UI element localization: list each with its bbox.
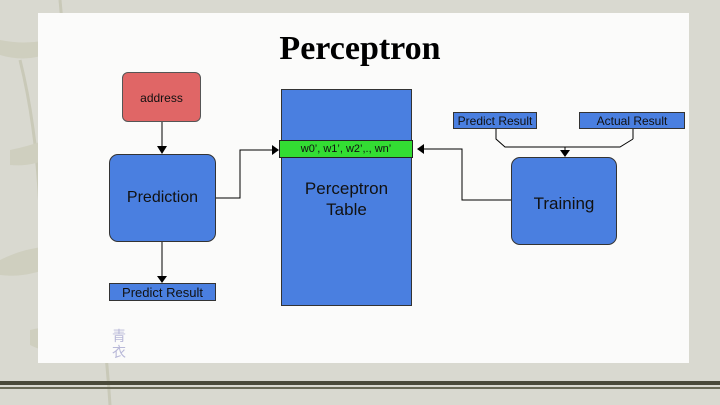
- slide-title: Perceptron: [200, 30, 520, 68]
- prediction-box: Prediction: [109, 154, 216, 242]
- address-box: address: [122, 72, 201, 122]
- footer-bar: [0, 381, 720, 385]
- predict-result-bottom: Predict Result: [109, 283, 216, 301]
- actual-result-top: Actual Result: [579, 112, 685, 129]
- watermark: 青衣: [112, 328, 126, 360]
- perceptron-table-label: Perceptron Table: [281, 178, 412, 220]
- weights-row: w0’, w1’, w2’,., wn’: [279, 140, 413, 158]
- training-box: Training: [511, 157, 617, 245]
- table-label-line2: Table: [281, 199, 412, 220]
- footer-bar-thin: [0, 387, 720, 389]
- predict-result-top: Predict Result: [453, 112, 537, 129]
- table-label-line1: Perceptron: [281, 178, 412, 199]
